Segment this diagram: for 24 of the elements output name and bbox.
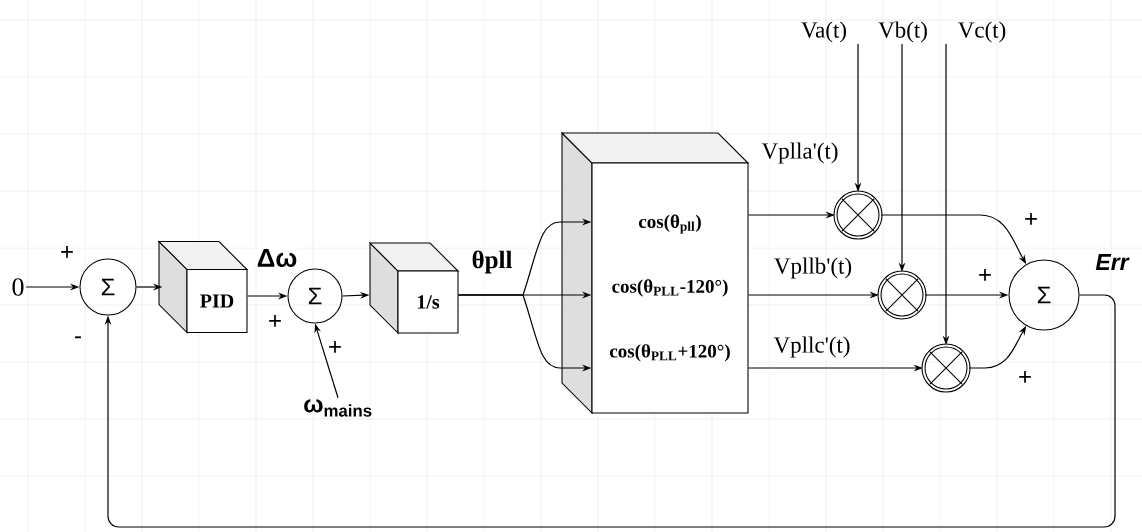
signal-label: Vc(t) bbox=[958, 21, 1006, 43]
summing-junction: Σ bbox=[287, 268, 343, 324]
signal-label: Vpllc'(t) bbox=[772, 335, 852, 359]
multiplier-symbol bbox=[833, 190, 883, 240]
multiplier-symbol bbox=[921, 343, 971, 393]
signal-label: Δω bbox=[255, 247, 299, 269]
signal-label: Vpllb'(t) bbox=[772, 256, 854, 280]
sign-label: + bbox=[329, 341, 341, 353]
multiplier-symbol bbox=[877, 270, 927, 320]
sign-label: + bbox=[269, 315, 281, 327]
signal-label: Vb(t) bbox=[878, 21, 927, 43]
sign-label: + bbox=[1019, 371, 1031, 383]
signal-label: 0 bbox=[12, 278, 24, 296]
arrow bbox=[104, 294, 1116, 528]
sign-label: + bbox=[61, 246, 73, 258]
signal-label: Vplla'(t) bbox=[760, 141, 840, 165]
summing-junction: Σ bbox=[79, 258, 137, 316]
signal-label: ω$_{mains}$ bbox=[304, 399, 372, 417]
sign-label: + bbox=[979, 269, 991, 281]
signal-label: θpll bbox=[470, 249, 514, 275]
summing-junction: Σ bbox=[1008, 259, 1080, 331]
sign-label: - bbox=[75, 336, 81, 339]
signal-label: Va(t) bbox=[801, 21, 846, 43]
sign-label: + bbox=[1025, 213, 1037, 225]
